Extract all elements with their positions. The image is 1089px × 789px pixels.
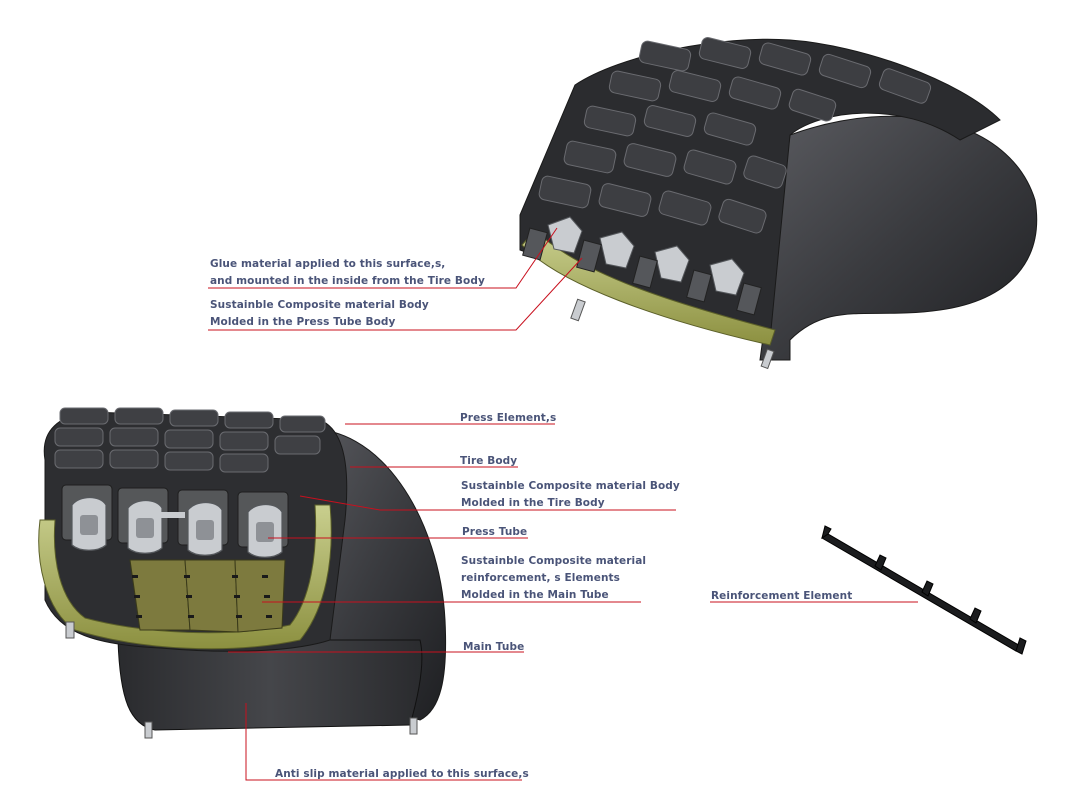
bottom-press-tube-inner: [80, 515, 274, 542]
top-valve-stub-2: [760, 348, 775, 370]
label-anti-slip: Anti slip material applied to this surfa…: [275, 768, 529, 780]
label-top-composite-line2: Molded in the Press Tube Body: [210, 316, 396, 328]
bottom-reinforcement-dots: [132, 575, 272, 618]
bottom-valve-left: [65, 621, 75, 639]
top-tire-sidewall: [759, 115, 1038, 361]
bottom-composite-ring: [38, 504, 332, 650]
label-composite-tire-line2: Molded in the Tire Body: [461, 497, 605, 509]
label-main-tube: Main Tube: [463, 641, 525, 653]
bottom-tread-blocks: [54, 407, 326, 473]
label-reinforcement-element: Reinforcement Element: [711, 590, 853, 602]
label-reinforcement-line1: Sustainble Composite material: [461, 555, 647, 567]
reinforcement-element-drawing: [821, 525, 1027, 655]
label-glue-line2: and mounted in the inside from the Tire …: [210, 275, 485, 287]
label-reinforcement-line3: Molded in the Main Tube: [461, 589, 609, 601]
top-leader-lines: [208, 227, 583, 331]
label-composite-tire-line1: Sustainble Composite material Body: [461, 480, 680, 492]
label-press-elements: Press Element,s: [460, 412, 557, 424]
bottom-main-tube: [117, 639, 423, 731]
top-valve-stub: [570, 298, 586, 322]
bottom-leader-lines: [228, 423, 676, 781]
bottom-reinforcement-panels: [129, 559, 286, 633]
top-press-elements: [522, 227, 762, 316]
label-glue-line1: Glue material applied to this surface,s,: [210, 258, 446, 270]
label-tire-body: Tire Body: [460, 455, 518, 467]
top-tire-section: [519, 37, 1038, 370]
label-press-tube: Press Tube: [462, 526, 528, 538]
label-top-composite-line1: Sustainble Composite material Body: [210, 299, 429, 311]
bottom-valve-right-2: [409, 717, 418, 735]
label-reinforcement-line2: reinforcement, s Elements: [461, 572, 620, 584]
bottom-tire-section: [38, 407, 447, 739]
top-tread-blocks: [538, 37, 932, 234]
bottom-valve-right: [144, 721, 153, 739]
top-press-tubes: [547, 216, 745, 296]
